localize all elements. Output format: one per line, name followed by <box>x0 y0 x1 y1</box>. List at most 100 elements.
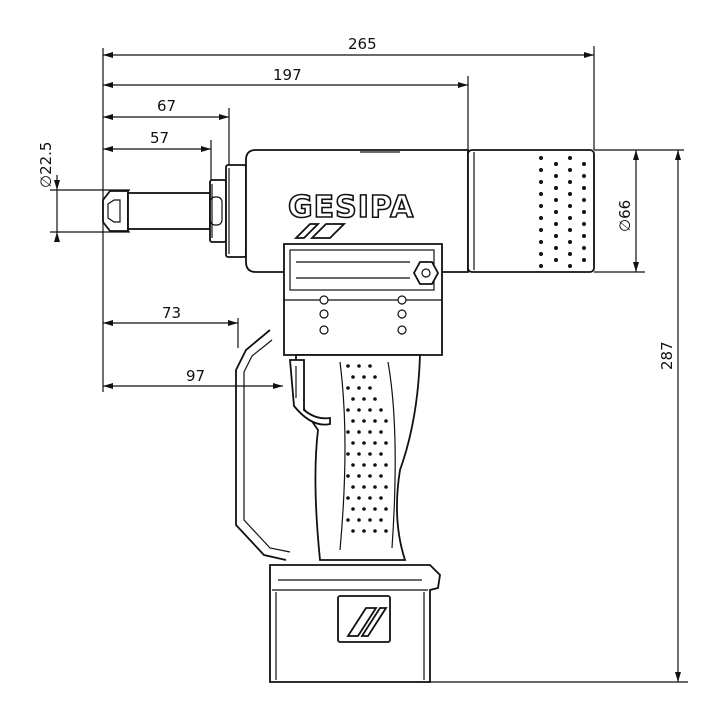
dim-label-197: 197 <box>273 66 302 84</box>
nose-piece <box>102 179 227 243</box>
texture-dot <box>554 246 558 250</box>
handle-guard-outer <box>235 329 287 561</box>
texture-dot <box>582 186 586 190</box>
dimension-labels: 265 197 67 57 73 97 ∅22.5 ∅66 287 <box>37 35 676 385</box>
texture-dot <box>351 441 355 445</box>
texture-dot <box>357 364 361 368</box>
texture-dot <box>582 234 586 238</box>
texture-dot <box>582 162 586 166</box>
texture-dot <box>351 529 355 533</box>
hex-release-valve <box>412 261 440 285</box>
arrow-head <box>103 146 113 152</box>
rivet-tool: GESIPA <box>102 149 595 683</box>
arrow-head <box>228 320 238 326</box>
arrow-head <box>633 150 639 160</box>
texture-dot <box>346 518 350 522</box>
texture-dot <box>554 186 558 190</box>
texture-dot <box>373 419 377 423</box>
texture-dot <box>554 162 558 166</box>
texture-dot <box>582 198 586 202</box>
texture-dot <box>379 452 383 456</box>
texture-dot <box>539 168 543 172</box>
texture-dot <box>568 228 572 232</box>
texture-dot <box>582 210 586 214</box>
texture-dot <box>539 252 543 256</box>
texture-dot <box>554 198 558 202</box>
texture-dot <box>384 485 388 489</box>
arrow-head <box>675 672 681 682</box>
texture-dot <box>357 474 361 478</box>
texture-dot <box>346 452 350 456</box>
texture-dot <box>384 507 388 511</box>
rear-canister <box>467 149 595 273</box>
texture-dot <box>568 168 572 172</box>
texture-dot <box>397 295 407 305</box>
texture-dot <box>554 210 558 214</box>
canister-grip-dots <box>539 156 586 268</box>
dimension-lines <box>50 46 688 683</box>
texture-dot <box>568 192 572 196</box>
battery-pack <box>269 564 441 683</box>
arrow-head <box>201 146 211 152</box>
texture-dot <box>373 485 377 489</box>
arrow-head <box>103 320 113 326</box>
grip-contour-right <box>387 361 396 549</box>
texture-dot <box>582 246 586 250</box>
texture-dot <box>539 180 543 184</box>
texture-dot <box>346 474 350 478</box>
texture-dot <box>357 386 361 390</box>
texture-dot <box>346 386 350 390</box>
texture-dot <box>373 375 377 379</box>
texture-dot <box>539 204 543 208</box>
housing-screw-holes <box>319 295 407 335</box>
texture-dot <box>351 397 355 401</box>
texture-dot <box>379 518 383 522</box>
dim-label-73: 73 <box>162 304 181 322</box>
texture-dot <box>368 364 372 368</box>
battery-logo-stripe <box>346 607 378 637</box>
texture-dot <box>582 258 586 262</box>
texture-dot <box>539 192 543 196</box>
texture-dot <box>362 441 366 445</box>
texture-dot <box>373 529 377 533</box>
texture-dot <box>362 463 366 467</box>
arrow-head <box>458 82 468 88</box>
dim-label-dia-22-5: ∅22.5 <box>37 142 55 188</box>
arrow-head <box>103 82 113 88</box>
texture-dot <box>351 375 355 379</box>
texture-dot <box>379 408 383 412</box>
arrow-head <box>633 262 639 272</box>
texture-dot <box>362 375 366 379</box>
texture-dot <box>373 463 377 467</box>
arrow-head <box>584 52 594 58</box>
arrow-head <box>219 114 229 120</box>
texture-dot <box>379 474 383 478</box>
texture-dot <box>568 264 572 268</box>
mid-housing <box>283 243 443 356</box>
arrow-head <box>675 150 681 160</box>
texture-dot <box>362 529 366 533</box>
texture-dot <box>362 485 366 489</box>
texture-dot <box>582 174 586 178</box>
texture-dot <box>554 258 558 262</box>
texture-dot <box>351 507 355 511</box>
texture-dot <box>351 485 355 489</box>
texture-dot <box>539 216 543 220</box>
dim-label-dia-66: ∅66 <box>616 200 634 232</box>
texture-dot <box>554 222 558 226</box>
trigger <box>289 359 331 426</box>
texture-dot <box>362 507 366 511</box>
dim-label-287: 287 <box>658 341 676 370</box>
dim-label-97: 97 <box>186 367 205 385</box>
texture-dot <box>368 430 372 434</box>
logo-stripes <box>293 223 347 239</box>
texture-dot <box>351 463 355 467</box>
texture-dot <box>368 474 372 478</box>
main-body-head <box>245 149 469 273</box>
texture-dot <box>357 408 361 412</box>
dim-label-67: 67 <box>157 97 176 115</box>
texture-dot <box>568 252 572 256</box>
texture-dot <box>346 364 350 368</box>
arrow-head <box>54 232 60 242</box>
